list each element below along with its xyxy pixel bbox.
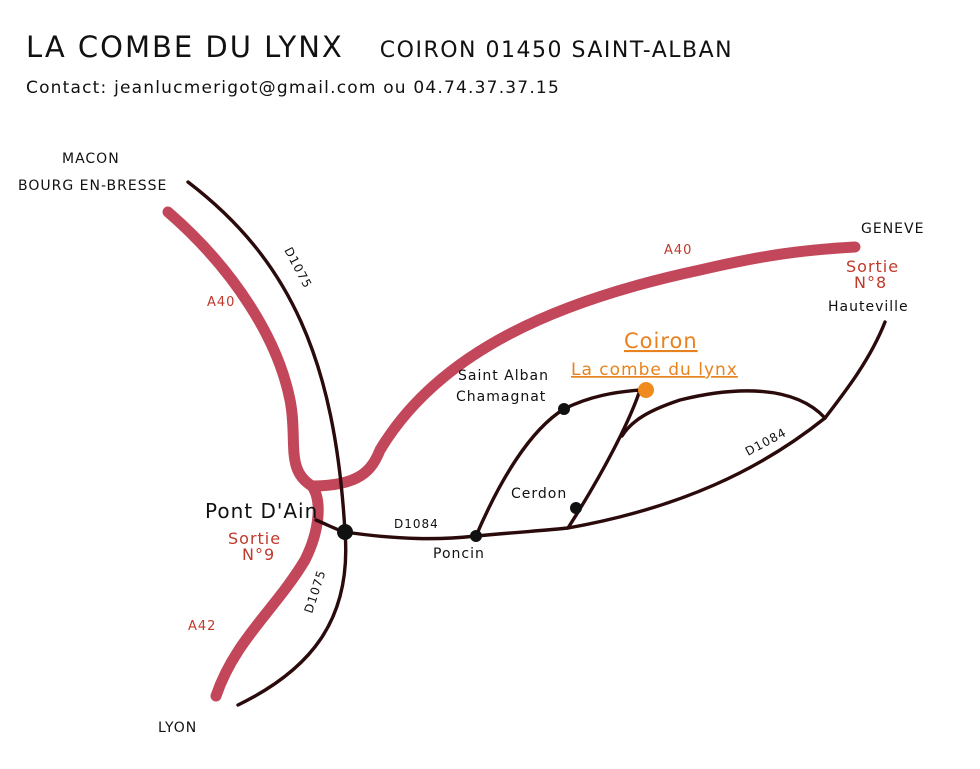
address: COIRON 01450 SAINT-ALBAN — [379, 38, 734, 63]
label-a42: A42 — [188, 619, 216, 634]
exit-8-number: N°8 — [854, 273, 887, 292]
label-a40-west: A40 — [207, 295, 235, 310]
node-saint-alban — [558, 403, 570, 415]
motorway-a40-west — [162, 206, 318, 492]
node-pont-dain — [337, 524, 353, 540]
label-pont-dain: Pont D'Ain — [205, 499, 318, 523]
motorways — [162, 206, 861, 702]
label-macon: MACON — [62, 151, 120, 167]
destination-subtitle: La combe du lynx — [571, 360, 738, 380]
label-poncin: Poncin — [433, 546, 485, 562]
label-lyon: LYON — [158, 720, 197, 736]
page-title: LA COMBE DU LYNX — [26, 30, 344, 64]
road-saint-alban-coiron — [562, 388, 642, 411]
road-d1084 — [343, 416, 827, 541]
exit-9-number: N°9 — [242, 545, 275, 564]
label-geneve: GENEVE — [861, 221, 924, 237]
motorway-a40-east — [306, 241, 861, 492]
label-chamagnat: Chamagnat — [456, 389, 546, 405]
exit-8-word: Sortie — [846, 257, 899, 276]
label-a40-east: A40 — [664, 243, 692, 258]
road-d1075-south — [236, 530, 348, 707]
label-hauteville: Hauteville — [828, 299, 909, 315]
road-d1084-loop — [620, 389, 827, 438]
road-d1075-north — [186, 180, 347, 534]
road-d1084-hauteville — [823, 320, 887, 420]
exit-9-word: Sortie — [228, 529, 281, 548]
contact-line: Contact: jeanlucmerigot@gmail.com ou 04.… — [26, 78, 560, 98]
label-bourg: BOURG EN-BRESSE — [18, 178, 167, 194]
node-cerdon — [570, 502, 582, 514]
label-cerdon: Cerdon — [511, 486, 567, 502]
header: LA COMBE DU LYNX COIRON 01450 SAINT-ALBA… — [26, 30, 733, 98]
road-poncin-saint-alban — [474, 407, 566, 538]
label-d1084-west: D1084 — [394, 517, 439, 531]
title-line: LA COMBE DU LYNX COIRON 01450 SAINT-ALBA… — [26, 30, 733, 64]
label-d1075-south: D1075 — [302, 568, 329, 615]
motorway-a42 — [210, 480, 324, 702]
nodes — [337, 403, 582, 542]
label-saint-alban: Saint Alban — [458, 368, 549, 384]
label-d1075-north: D1075 — [281, 245, 314, 291]
node-poncin — [470, 530, 482, 542]
label-d1084-east: D1084 — [743, 425, 789, 458]
destination-name: Coiron — [624, 329, 698, 353]
destination-marker — [638, 382, 654, 398]
